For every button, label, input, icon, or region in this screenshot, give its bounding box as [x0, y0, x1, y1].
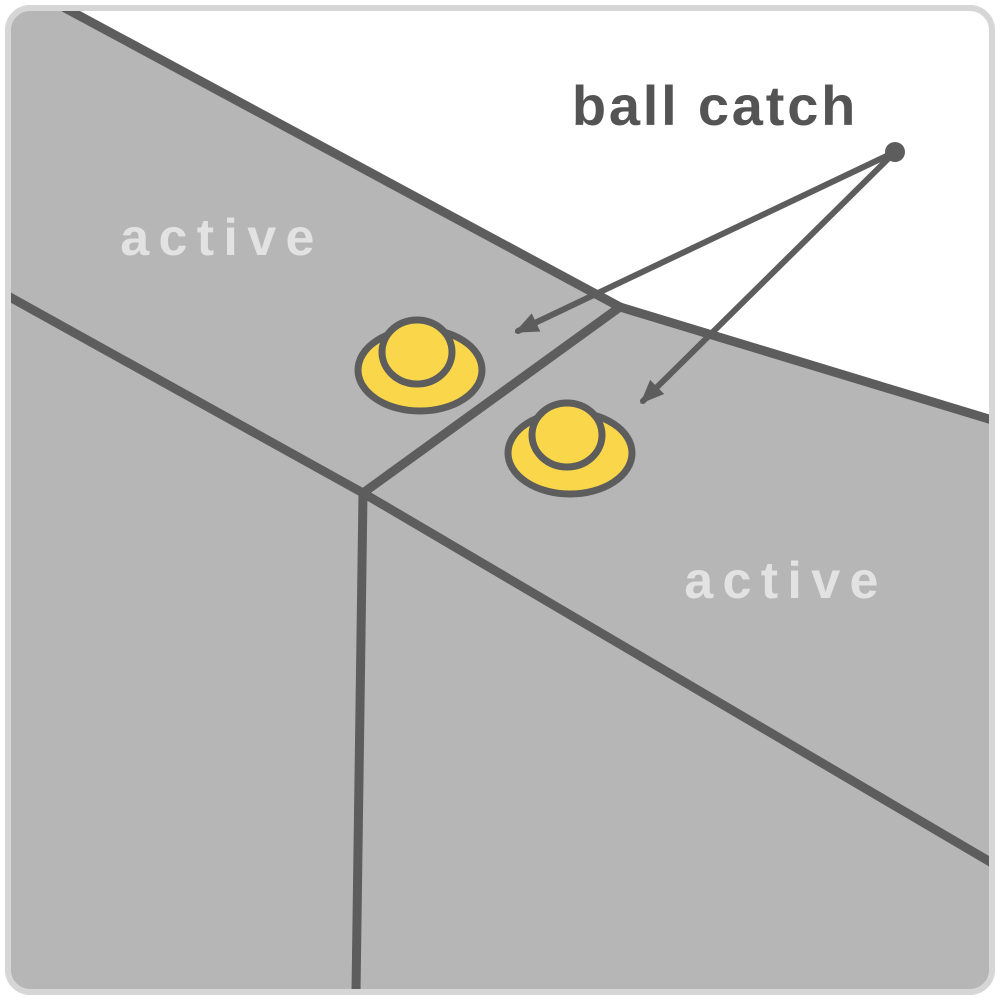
door-gap-edge [358, 302, 625, 498]
ball-catch-left [354, 316, 486, 415]
corner-vertical-edge [351, 488, 368, 992]
left-door-front-face [8, 296, 363, 992]
active-label-right: active [684, 552, 888, 610]
right-door-front-face [356, 493, 992, 992]
arrow-to-left-catch [514, 149, 898, 334]
left-door-outer-edge [60, 8, 625, 312]
right-door-inner-edge [358, 488, 992, 868]
ball-catch-right [504, 399, 636, 498]
active-label-left: active [120, 209, 324, 267]
right-door-outer-edge [615, 302, 992, 425]
arrow-to-right-catch [640, 149, 898, 404]
ball-catch-left-ball [378, 316, 456, 388]
diagram-border [5, 5, 995, 995]
ball-catch-label: ball catch [572, 74, 858, 137]
ball-catch-right-ball [528, 399, 606, 471]
callout-dot [885, 142, 905, 162]
left-door-inner-edge [8, 291, 368, 498]
